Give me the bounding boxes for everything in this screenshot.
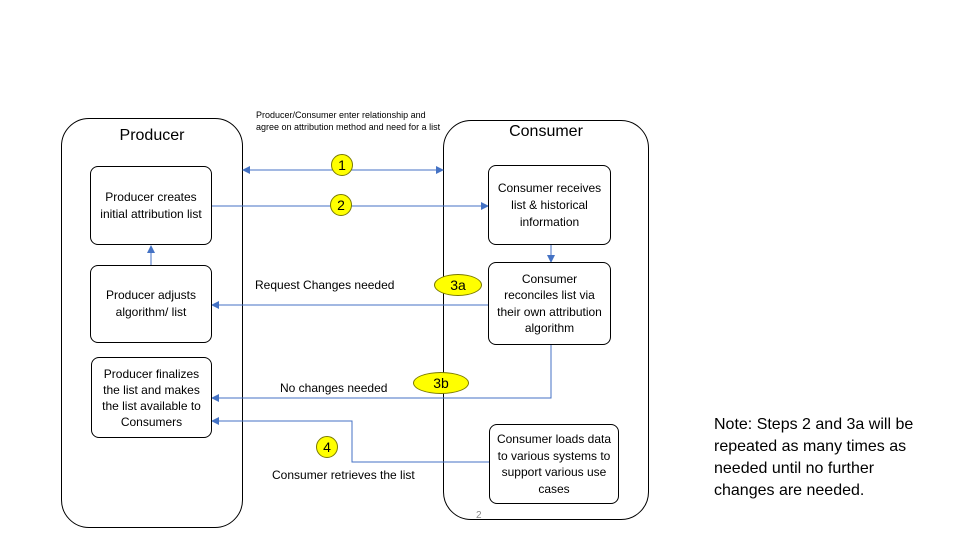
producer-adjusts-text: Producer adjusts algorithm/ list [105,288,197,319]
relationship-label: Producer/Consumer enter relationship and… [256,110,441,132]
step-4-marker: 4 [316,436,338,458]
producer-lane-title: Producer [119,127,185,144]
producer-adjusts-box: Producer adjusts algorithm/ list [90,265,212,343]
consumer-loads-box: Consumer loads data to various systems t… [489,424,619,504]
consumer-receives-box: Consumer receives list & historical info… [488,165,611,245]
no-changes-label: No changes needed [280,381,388,395]
arrow-step3b [211,345,552,402]
consumer-reconciles-box: Consumer reconciles list via their own a… [488,262,611,345]
consumer-receives-text: Consumer receives list & historical info… [497,180,602,229]
page-number: 2 [476,510,482,521]
consumer-reconciles-text: Consumer reconciles list via their own a… [497,271,602,336]
consumer-lane-title: Consumer [509,123,583,140]
producer-finalizes-box: Producer finalizes the list and makes th… [91,357,212,438]
producer-creates-text: Producer creates initial attribution lis… [100,189,202,221]
producer-finalizes-text: Producer finalizes the list and makes th… [102,366,201,429]
producer-creates-box: Producer creates initial attribution lis… [90,166,212,245]
producer-lane: Producer [61,118,243,528]
request-changes-label: Request Changes needed [255,278,395,292]
step-3b-marker: 3b [413,372,469,394]
step-1-marker: 1 [331,154,353,176]
consumer-loads-text: Consumer loads data to various systems t… [496,432,612,496]
step-2-marker: 2 [330,194,352,216]
retrieves-label: Consumer retrieves the list [272,468,415,482]
step-3a-marker: 3a [434,274,482,296]
consumer-lane: Consumer [443,120,649,520]
arrow-step4 [211,417,489,463]
note-text: Note: Steps 2 and 3a will be repeated as… [714,416,914,499]
